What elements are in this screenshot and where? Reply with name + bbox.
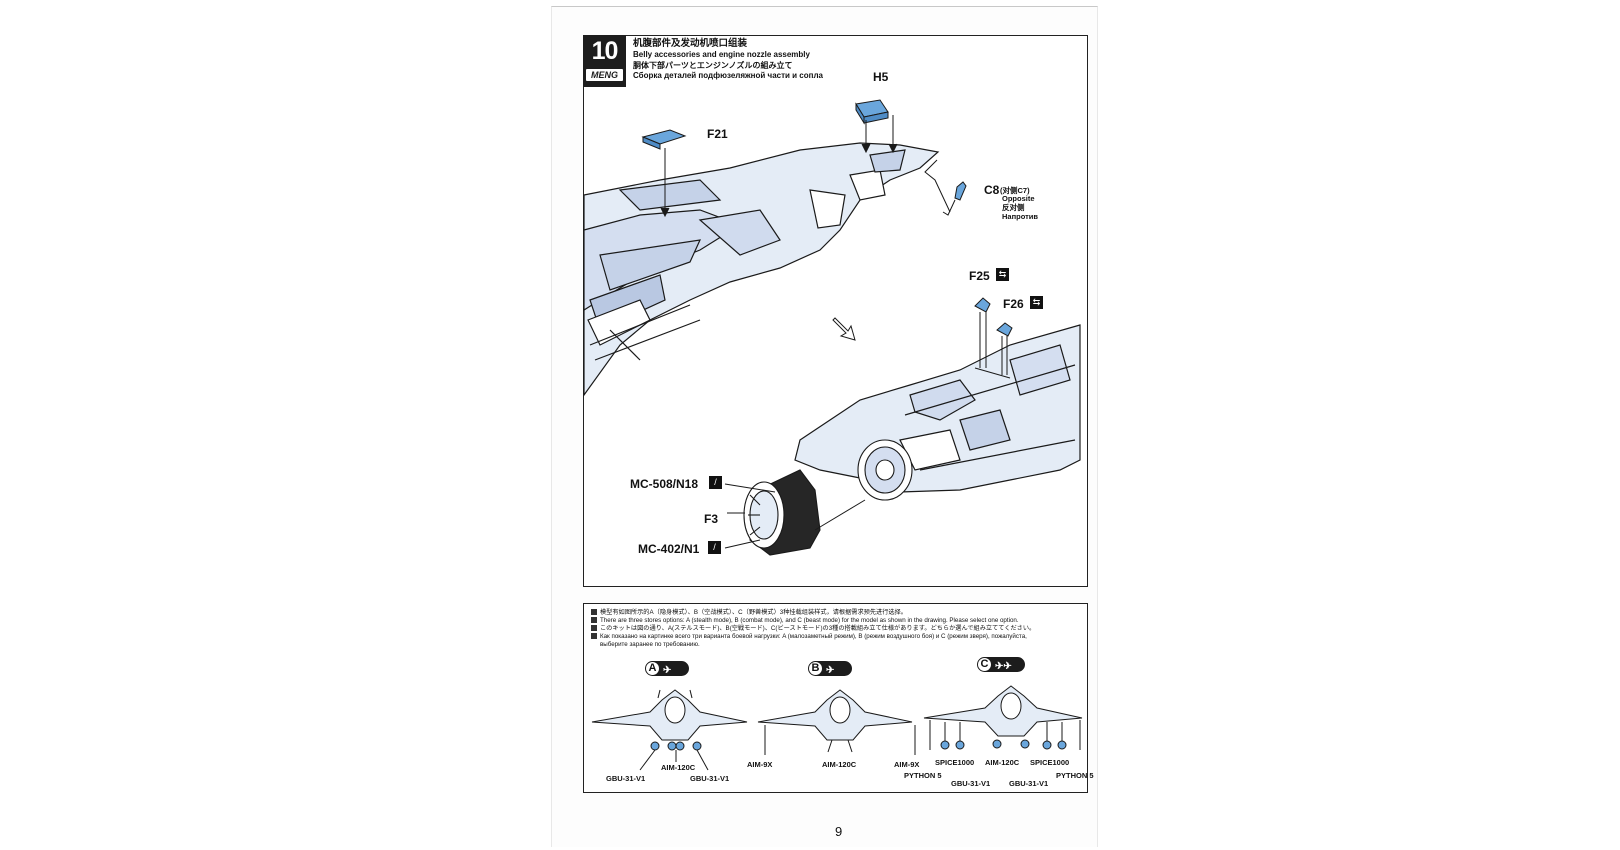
stores-notes: 模型有如图所示的A（隐身模式）、B（空战模式）、C（野兽模式）3种挂载组装样式，… [591, 609, 1081, 649]
option-c-tag: C ✈✈ [977, 657, 1025, 672]
option-c-label-2: AIM-120C [985, 758, 1020, 767]
option-b-label-1: AIM-9X [747, 760, 773, 769]
aircraft-option-b [757, 689, 916, 755]
paint-brush-icon-mc508: / [709, 476, 722, 489]
part-h5 [855, 99, 889, 125]
direction-arrow [832, 317, 856, 341]
note-ru-cont: выберите заранее по требованию. [600, 641, 700, 648]
option-c-label-4: PYTHON 5 [904, 771, 942, 780]
option-b-label-2: AIM-120C [822, 760, 857, 769]
label-c8-note: (对侧C7) [1000, 186, 1030, 195]
part-f26 [996, 322, 1013, 337]
option-c-letter: C [978, 658, 991, 671]
part-f21 [641, 129, 687, 150]
option-a-letter: A [646, 662, 659, 675]
option-b-label-3: AIM-9X [894, 760, 920, 769]
note-ru: Как показано на картинке всего три вариа… [591, 633, 1081, 641]
option-a-tag: A ✈ [645, 661, 689, 676]
label-opposite-zh: 反对侧 [1002, 203, 1025, 212]
paint-brush-icon-mc402: / [708, 541, 721, 554]
note-ja: このキットは図の通り、A(ステルスモード)、B(空戦モード)、C(ビーストモード… [591, 625, 1081, 633]
step-title-ja: 胴体下部パーツとエンジンノズルの組み立て [633, 60, 793, 70]
label-f26: F26 [1003, 297, 1024, 311]
step-number: 10 [591, 37, 619, 65]
note-zh: 模型有如图所示的A（隐身模式）、B（空战模式）、C（野兽模式）3种挂载组装样式，… [591, 609, 1081, 617]
step-title-block: 机腹部件及发动机喷口组装 Belly accessories and engin… [633, 38, 933, 82]
aircraft-option-c [923, 685, 1083, 750]
engine-fan-face [857, 439, 913, 501]
label-opposite-en: Opposite [1002, 194, 1035, 203]
label-mc402: MC-402/N1 [638, 542, 700, 556]
step-number-badge: 10 MENG [583, 35, 626, 87]
option-a-label-1: AIM-120C [661, 763, 696, 772]
exhaust-nozzle-f3 [743, 469, 821, 556]
aircraft-option-a [591, 689, 748, 771]
forward-fuselage-drawing [583, 142, 940, 397]
jet-icon: ✈ [663, 665, 672, 676]
label-f21: F21 [707, 127, 728, 141]
step-title-zh: 机腹部件及发动机喷口组装 [633, 38, 748, 49]
option-c-label-5: GBU-31-V1 [951, 779, 991, 788]
page-number: 9 [835, 824, 843, 839]
sticker-icon-f26: ⇆ [1030, 296, 1043, 309]
part-c8 [924, 159, 967, 216]
step-title-ru: Сборка деталей подфюзеляжной части и соп… [633, 71, 823, 80]
note-en: There are three stores options: A (steal… [591, 617, 1081, 625]
brand-logo: MENG [586, 69, 623, 81]
jet-icon: ✈ [826, 665, 835, 676]
option-b-letter: B [809, 662, 822, 675]
option-b-tag: B ✈ [808, 661, 852, 676]
label-f3: F3 [704, 512, 719, 526]
label-h5: H5 [873, 70, 889, 84]
step-title-en: Belly accessories and engine nozzle asse… [633, 50, 810, 59]
option-c-label-6: GBU-31-V1 [1009, 779, 1049, 788]
label-opposite: Opposite 反对侧 Напротив [1002, 194, 1038, 221]
jet-icon: ✈✈ [995, 661, 1012, 672]
label-mc508: MC-508/N18 [630, 477, 699, 491]
label-f25: F25 [969, 269, 990, 283]
option-a-label-2: GBU-31-V1 [606, 774, 646, 783]
sticker-icon-f25: ⇆ [996, 268, 1009, 281]
label-c8: C8 [984, 183, 1000, 197]
label-opposite-ru: Напротив [1002, 212, 1038, 221]
option-c-label-1: SPICE1000 [935, 758, 975, 767]
part-f25 [974, 297, 991, 313]
option-c-label-7: PYTHON 5 [1056, 771, 1094, 780]
option-a-label-3: GBU-31-V1 [690, 774, 730, 783]
option-c-label-3: SPICE1000 [1030, 758, 1070, 767]
